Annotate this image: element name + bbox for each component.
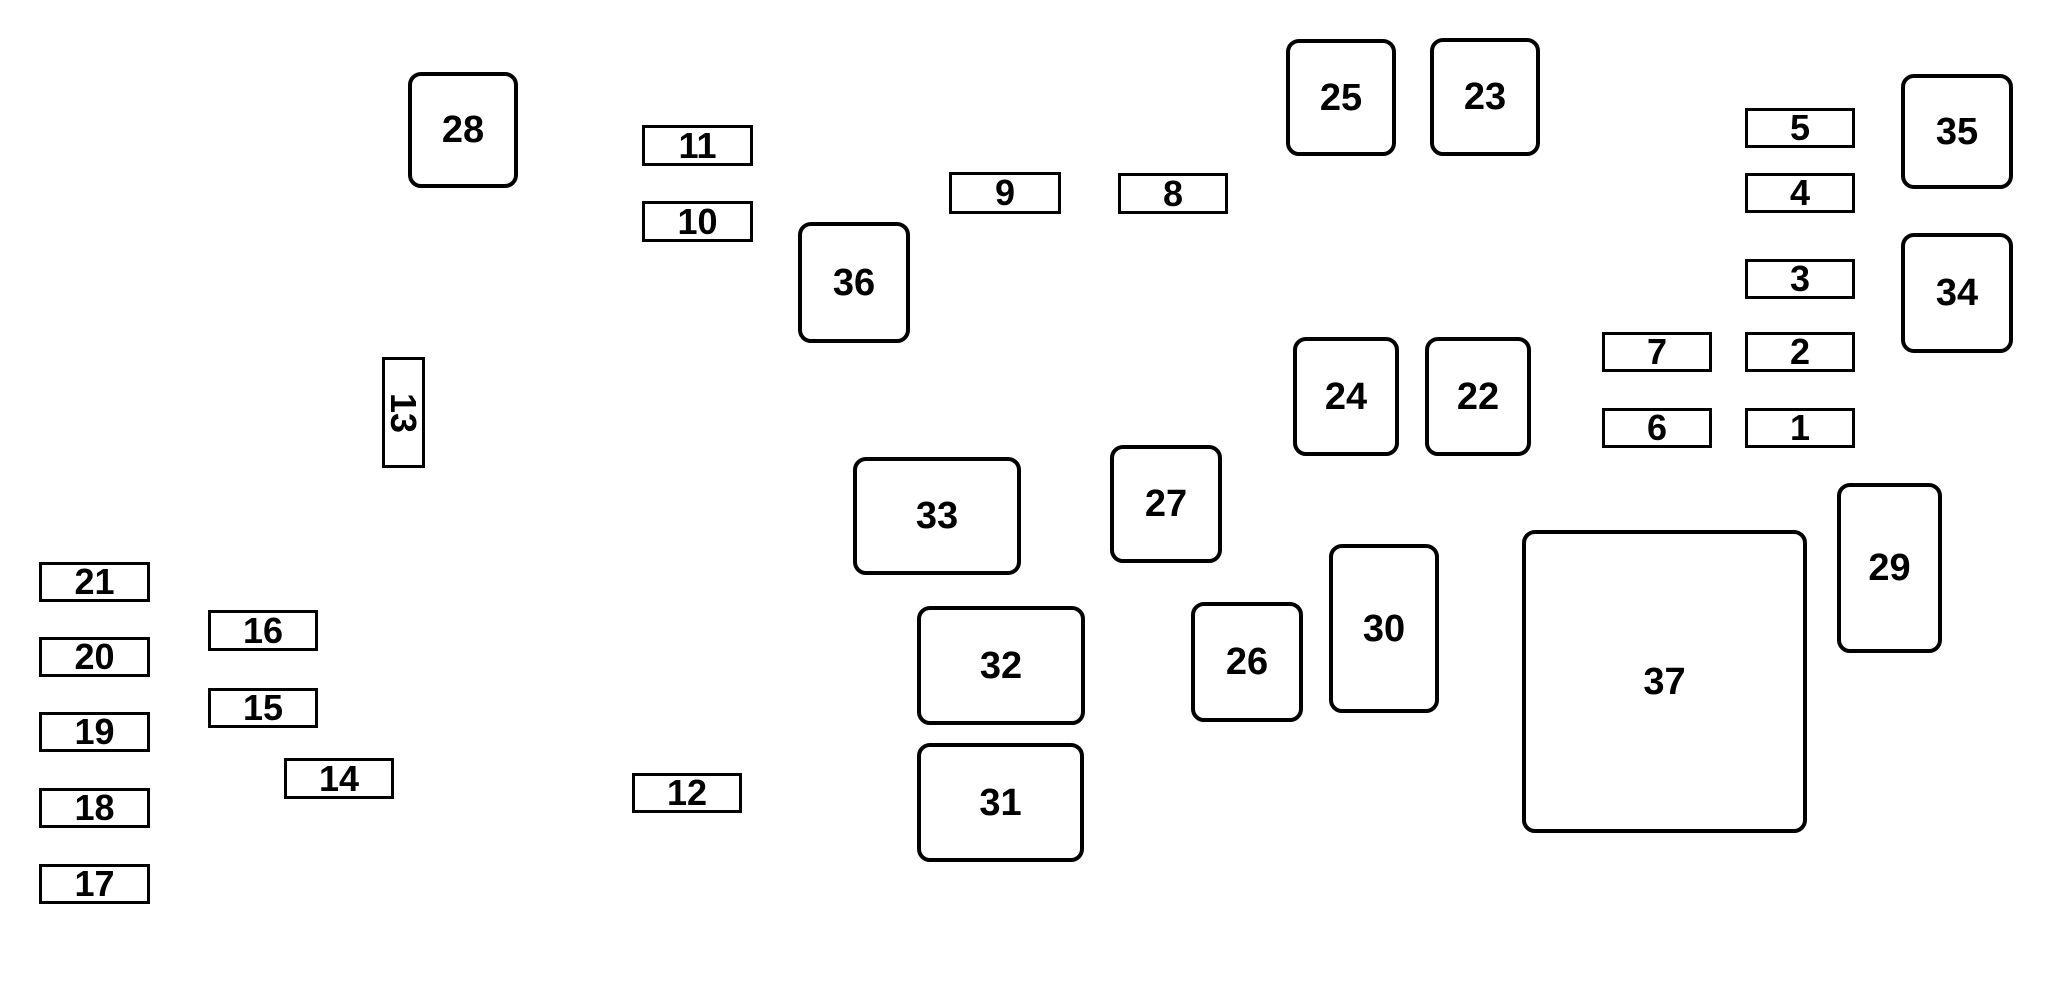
box-2-label: 2 xyxy=(1789,331,1811,372)
box-10-label: 10 xyxy=(677,200,718,242)
box-34: 34 xyxy=(1901,233,2013,353)
box-9-label: 9 xyxy=(994,172,1016,213)
box-7-label: 7 xyxy=(1646,331,1668,372)
box-32-label: 32 xyxy=(979,644,1023,687)
box-21-label: 21 xyxy=(74,561,115,602)
box-29-label: 29 xyxy=(1868,547,1911,589)
box-29: 29 xyxy=(1837,483,1942,653)
box-31: 31 xyxy=(917,743,1084,862)
box-27: 27 xyxy=(1110,445,1222,563)
box-20: 20 xyxy=(39,637,150,677)
box-22: 22 xyxy=(1425,337,1531,456)
box-14: 14 xyxy=(284,758,394,799)
box-36: 36 xyxy=(798,222,910,343)
box-13: 13 xyxy=(382,357,425,468)
box-3: 3 xyxy=(1745,259,1855,299)
box-12-label: 12 xyxy=(666,772,708,813)
box-13-label: 13 xyxy=(383,392,425,433)
box-18-label: 18 xyxy=(74,787,115,828)
box-1: 1 xyxy=(1745,408,1855,448)
box-19: 19 xyxy=(39,712,150,752)
box-35-label: 35 xyxy=(1935,110,1979,153)
box-24: 24 xyxy=(1293,337,1399,456)
box-5-label: 5 xyxy=(1789,107,1811,148)
box-2: 2 xyxy=(1745,332,1855,372)
box-6: 6 xyxy=(1602,408,1712,448)
box-37-label: 37 xyxy=(1643,660,1686,703)
box-22-label: 22 xyxy=(1456,375,1500,418)
box-8-label: 8 xyxy=(1162,172,1184,214)
box-5: 5 xyxy=(1745,108,1855,148)
box-32: 32 xyxy=(917,606,1085,725)
box-20-label: 20 xyxy=(74,636,115,677)
box-17-label: 17 xyxy=(74,863,115,904)
box-1-label: 1 xyxy=(1789,407,1811,448)
box-28: 28 xyxy=(408,72,518,188)
box-26: 26 xyxy=(1191,602,1303,722)
box-23: 23 xyxy=(1430,38,1540,156)
box-24-label: 24 xyxy=(1324,375,1368,418)
box-26-label: 26 xyxy=(1225,641,1269,683)
box-31-label: 31 xyxy=(979,781,1022,824)
box-36-label: 36 xyxy=(832,261,876,304)
box-28-label: 28 xyxy=(441,109,485,151)
box-25: 25 xyxy=(1286,39,1396,156)
box-4: 4 xyxy=(1745,173,1855,213)
box-12: 12 xyxy=(632,773,742,813)
box-25-label: 25 xyxy=(1319,76,1363,119)
box-3-label: 3 xyxy=(1789,258,1811,299)
box-15-label: 15 xyxy=(242,687,284,728)
box-6-label: 6 xyxy=(1646,407,1668,448)
box-11-label: 11 xyxy=(678,124,717,166)
box-10: 10 xyxy=(642,201,753,242)
box-9: 9 xyxy=(949,172,1061,214)
box-34-label: 34 xyxy=(1935,272,1979,314)
box-7: 7 xyxy=(1602,332,1712,372)
box-8: 8 xyxy=(1118,173,1228,214)
box-30-label: 30 xyxy=(1362,607,1406,650)
box-21: 21 xyxy=(39,562,150,602)
box-14-label: 14 xyxy=(318,757,360,799)
box-16-label: 16 xyxy=(242,609,284,651)
box-37: 37 xyxy=(1522,530,1807,833)
box-33: 33 xyxy=(853,457,1021,575)
box-30: 30 xyxy=(1329,544,1439,713)
box-18: 18 xyxy=(39,788,150,828)
box-19-label: 19 xyxy=(74,711,115,752)
box-4-label: 4 xyxy=(1789,172,1811,213)
box-11: 11 xyxy=(642,125,753,166)
box-17: 17 xyxy=(39,864,150,904)
box-23-label: 23 xyxy=(1463,76,1507,118)
box-15: 15 xyxy=(208,688,318,728)
box-16: 16 xyxy=(208,610,318,651)
box-35: 35 xyxy=(1901,74,2013,189)
box-27-label: 27 xyxy=(1144,483,1188,525)
box-33-label: 33 xyxy=(915,495,959,537)
